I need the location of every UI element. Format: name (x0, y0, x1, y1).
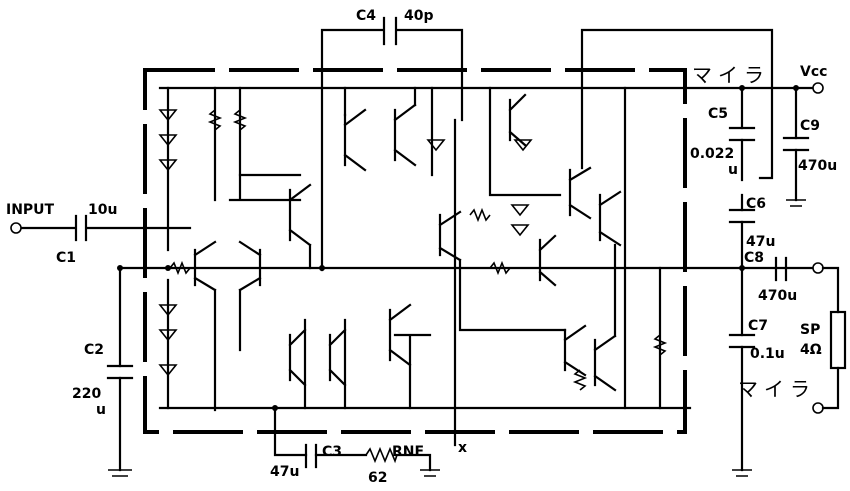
output-terminal[interactable] (812, 262, 824, 274)
resistor-bias-2 (207, 109, 248, 131)
transistor-group-4 (388, 303, 432, 410)
c8-capacitor (774, 256, 788, 282)
speaker-wiring (821, 266, 840, 410)
speaker-box (829, 310, 847, 370)
c9-label: C9 (800, 118, 820, 134)
c3-rnf-branch (273, 406, 432, 472)
c1-value: 10u (88, 202, 117, 218)
c5-capacitor (728, 126, 756, 142)
c7-value: 0.1u (750, 346, 785, 362)
c7-capacitor (728, 333, 756, 349)
bias-chain-2 (213, 86, 302, 202)
vcc-label: Vcc (800, 64, 827, 80)
c5-unit: u (728, 162, 738, 178)
junction (272, 405, 278, 411)
rnf-label: RNF (392, 444, 424, 460)
c3-value: 47u (270, 464, 299, 480)
resistors-internal (169, 207, 668, 391)
c4-label: C4 (356, 8, 376, 24)
c6-value: 47u (746, 234, 775, 250)
ic-boundary (143, 68, 687, 434)
diff-pair (193, 240, 262, 412)
c5-label: C5 (708, 106, 728, 122)
junction (739, 85, 745, 91)
ground-symbol-right (732, 469, 752, 477)
speaker-ground-terminal[interactable] (812, 402, 824, 414)
sp-label: SP (800, 322, 820, 338)
c2-value: 220 (72, 386, 101, 402)
output-transistors (563, 166, 622, 392)
transistor-group-5 (438, 210, 567, 332)
transistor-group-6 (508, 93, 557, 287)
c2-capacitor (106, 364, 134, 380)
junction (165, 265, 171, 271)
c7-label: C7 (748, 318, 768, 334)
rnf-resistor (365, 446, 398, 464)
ground-symbol-c9 (786, 199, 806, 207)
sp-value: 4Ω (800, 342, 822, 358)
mylar-label-bottom: マイラ (738, 377, 816, 401)
c4-value: 40p (404, 8, 434, 24)
mylar-label-top: マイラ (692, 63, 770, 87)
c6-capacitor (728, 208, 756, 224)
transistor-group-3 (343, 103, 417, 172)
junction (117, 265, 123, 271)
c1-label: C1 (56, 250, 76, 266)
c1-capacitor (74, 214, 88, 242)
c8-label: C8 (744, 250, 764, 266)
internal-links (238, 86, 662, 447)
transistor-group-1 (288, 183, 312, 270)
diode-stack-left (158, 109, 178, 377)
rnf-value: 62 (368, 470, 387, 486)
junction (739, 265, 745, 271)
c8-value: 470u (758, 288, 797, 304)
ground-symbol-rnf (420, 469, 440, 477)
c9-capacitor (782, 136, 810, 152)
vcc-terminal[interactable] (812, 82, 824, 94)
input-label: INPUT (6, 202, 55, 218)
c4-loop (320, 28, 464, 272)
junction (793, 85, 799, 91)
c5-value: 0.022 (690, 146, 734, 162)
node-x-label: x (458, 440, 467, 456)
c3-capacitor (304, 443, 318, 469)
ground-symbol-left (108, 469, 132, 477)
c2-label: C2 (84, 342, 104, 358)
diode-stack-mid (426, 139, 533, 237)
top-right-loop (580, 28, 774, 180)
input-terminal[interactable] (10, 222, 22, 234)
c3-label: C3 (322, 444, 342, 460)
junction (319, 265, 325, 271)
c9-value: 470u (798, 158, 837, 174)
transistor-group-2 (288, 318, 347, 410)
c2-unit: u (96, 402, 106, 418)
c6-label: C6 (746, 196, 766, 212)
c4-capacitor (382, 16, 398, 46)
